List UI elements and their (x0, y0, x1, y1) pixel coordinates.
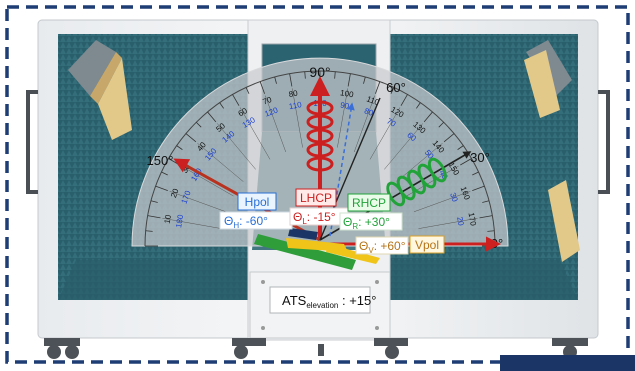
protractor-tick (400, 94, 408, 106)
right-handle (598, 90, 610, 194)
blue-plate (288, 228, 318, 240)
rhcp-label-box (347, 193, 391, 212)
protractor-tick (479, 215, 493, 219)
protractor-tick (443, 133, 455, 143)
protractor-tick (334, 71, 336, 79)
rhcp-label: RHCP (352, 196, 386, 210)
rhcp-angle-box (339, 212, 403, 231)
lhcp-label: LHCP (300, 191, 332, 205)
protractor-tick (460, 158, 472, 166)
left-horn-antenna (68, 40, 132, 140)
protractor-tick (438, 121, 445, 128)
lhcp-helix (306, 100, 334, 172)
hpol-label-box (237, 192, 277, 211)
protractor-tick (245, 87, 250, 94)
protractor-tick (219, 102, 224, 109)
angle-label-150: 150° (147, 153, 174, 168)
protractor-tick (147, 215, 161, 219)
protractor-tick (150, 200, 158, 203)
right-horn-antenna (524, 40, 580, 262)
protractor-tick (289, 73, 293, 87)
hpol-angle: ΘH: -60° (224, 214, 268, 230)
rhcp-angle: ΘR: +30° (343, 215, 390, 231)
protractor-number: 160 (459, 185, 472, 201)
protractor-number: 170 (180, 189, 193, 205)
protractor-spoke (413, 191, 471, 213)
protractor-spoke (337, 88, 349, 148)
protractor-tick (176, 145, 183, 150)
lhcp-angle: ΘL: -15° (293, 210, 336, 226)
protractor-number: 30 (448, 192, 460, 204)
ats-label-box (269, 286, 371, 314)
hpol-label: Hpol (245, 195, 270, 209)
ats-elevation-label: ATSelevation : +15° (282, 293, 376, 310)
protractor-spoke (169, 191, 227, 213)
green-plate (254, 234, 356, 270)
protractor-spoke (369, 107, 401, 160)
protractor-tick (416, 102, 421, 109)
dashed-border (5, 5, 630, 364)
protractor-spoke (197, 142, 244, 182)
protractor-spoke (216, 123, 256, 170)
protractor-tick (304, 71, 306, 79)
protractor-spoke (291, 88, 303, 148)
protractor-tick (155, 185, 168, 191)
lhcp-label-box (295, 188, 337, 207)
protractor-spoke (418, 217, 478, 229)
protractor-number: 80 (288, 89, 299, 100)
angle-label-30: 30° (470, 150, 490, 165)
protractor-tick (259, 81, 265, 94)
vpol-angle-box (355, 236, 409, 255)
protractor-number: 120 (263, 105, 279, 118)
protractor-tick (185, 133, 197, 143)
protractor-spoke (396, 142, 443, 182)
protractor-number: 20 (169, 187, 181, 199)
protractor-number: 20 (455, 216, 466, 227)
protractor-tick (363, 76, 366, 84)
protractor-tick (390, 87, 395, 94)
protractor-number: 90 (340, 100, 351, 111)
protractor-number: 110 (288, 100, 303, 111)
protractor-tick (423, 111, 433, 123)
caster-wheels (44, 338, 588, 359)
angle-label-60: 60° (386, 80, 406, 95)
protractor-tick (472, 185, 485, 191)
protractor-number: 180 (174, 213, 185, 228)
protractor-tick (207, 111, 217, 123)
protractor-tick (487, 230, 495, 232)
vpol-label-box (409, 235, 445, 254)
protractor-number: 100 (339, 88, 354, 99)
protractor-tick (347, 73, 351, 87)
rhcp-helix (386, 157, 447, 207)
protractor-number: 70 (261, 95, 273, 107)
protractor-spoke (384, 123, 424, 170)
protractor-spoke (265, 95, 287, 153)
vpol-label: Vpol (415, 238, 439, 252)
left-handle (26, 90, 38, 194)
protractor-tick (457, 145, 464, 150)
corner-accent-bar (500, 355, 635, 371)
protractor-number: 80 (363, 106, 375, 118)
protractor-tick (472, 171, 479, 176)
protractor-spoke (239, 107, 271, 160)
yellow-plate-right (326, 244, 380, 264)
protractor-tick (161, 171, 168, 176)
protractor-number: 10 (163, 213, 174, 224)
protractor-tick (375, 81, 381, 94)
protractor-spoke (353, 95, 375, 153)
protractor-tick (195, 121, 202, 128)
protractor-number: 170 (467, 212, 478, 227)
protractor-tick (232, 94, 240, 106)
protractor-tick (145, 230, 153, 232)
protractor-spoke (162, 217, 222, 229)
vpol-angle: ΘV: +60° (359, 239, 406, 255)
protractor-tick (482, 200, 490, 203)
protractor-tick (274, 76, 277, 84)
angle-label-90: 90° (309, 64, 330, 80)
